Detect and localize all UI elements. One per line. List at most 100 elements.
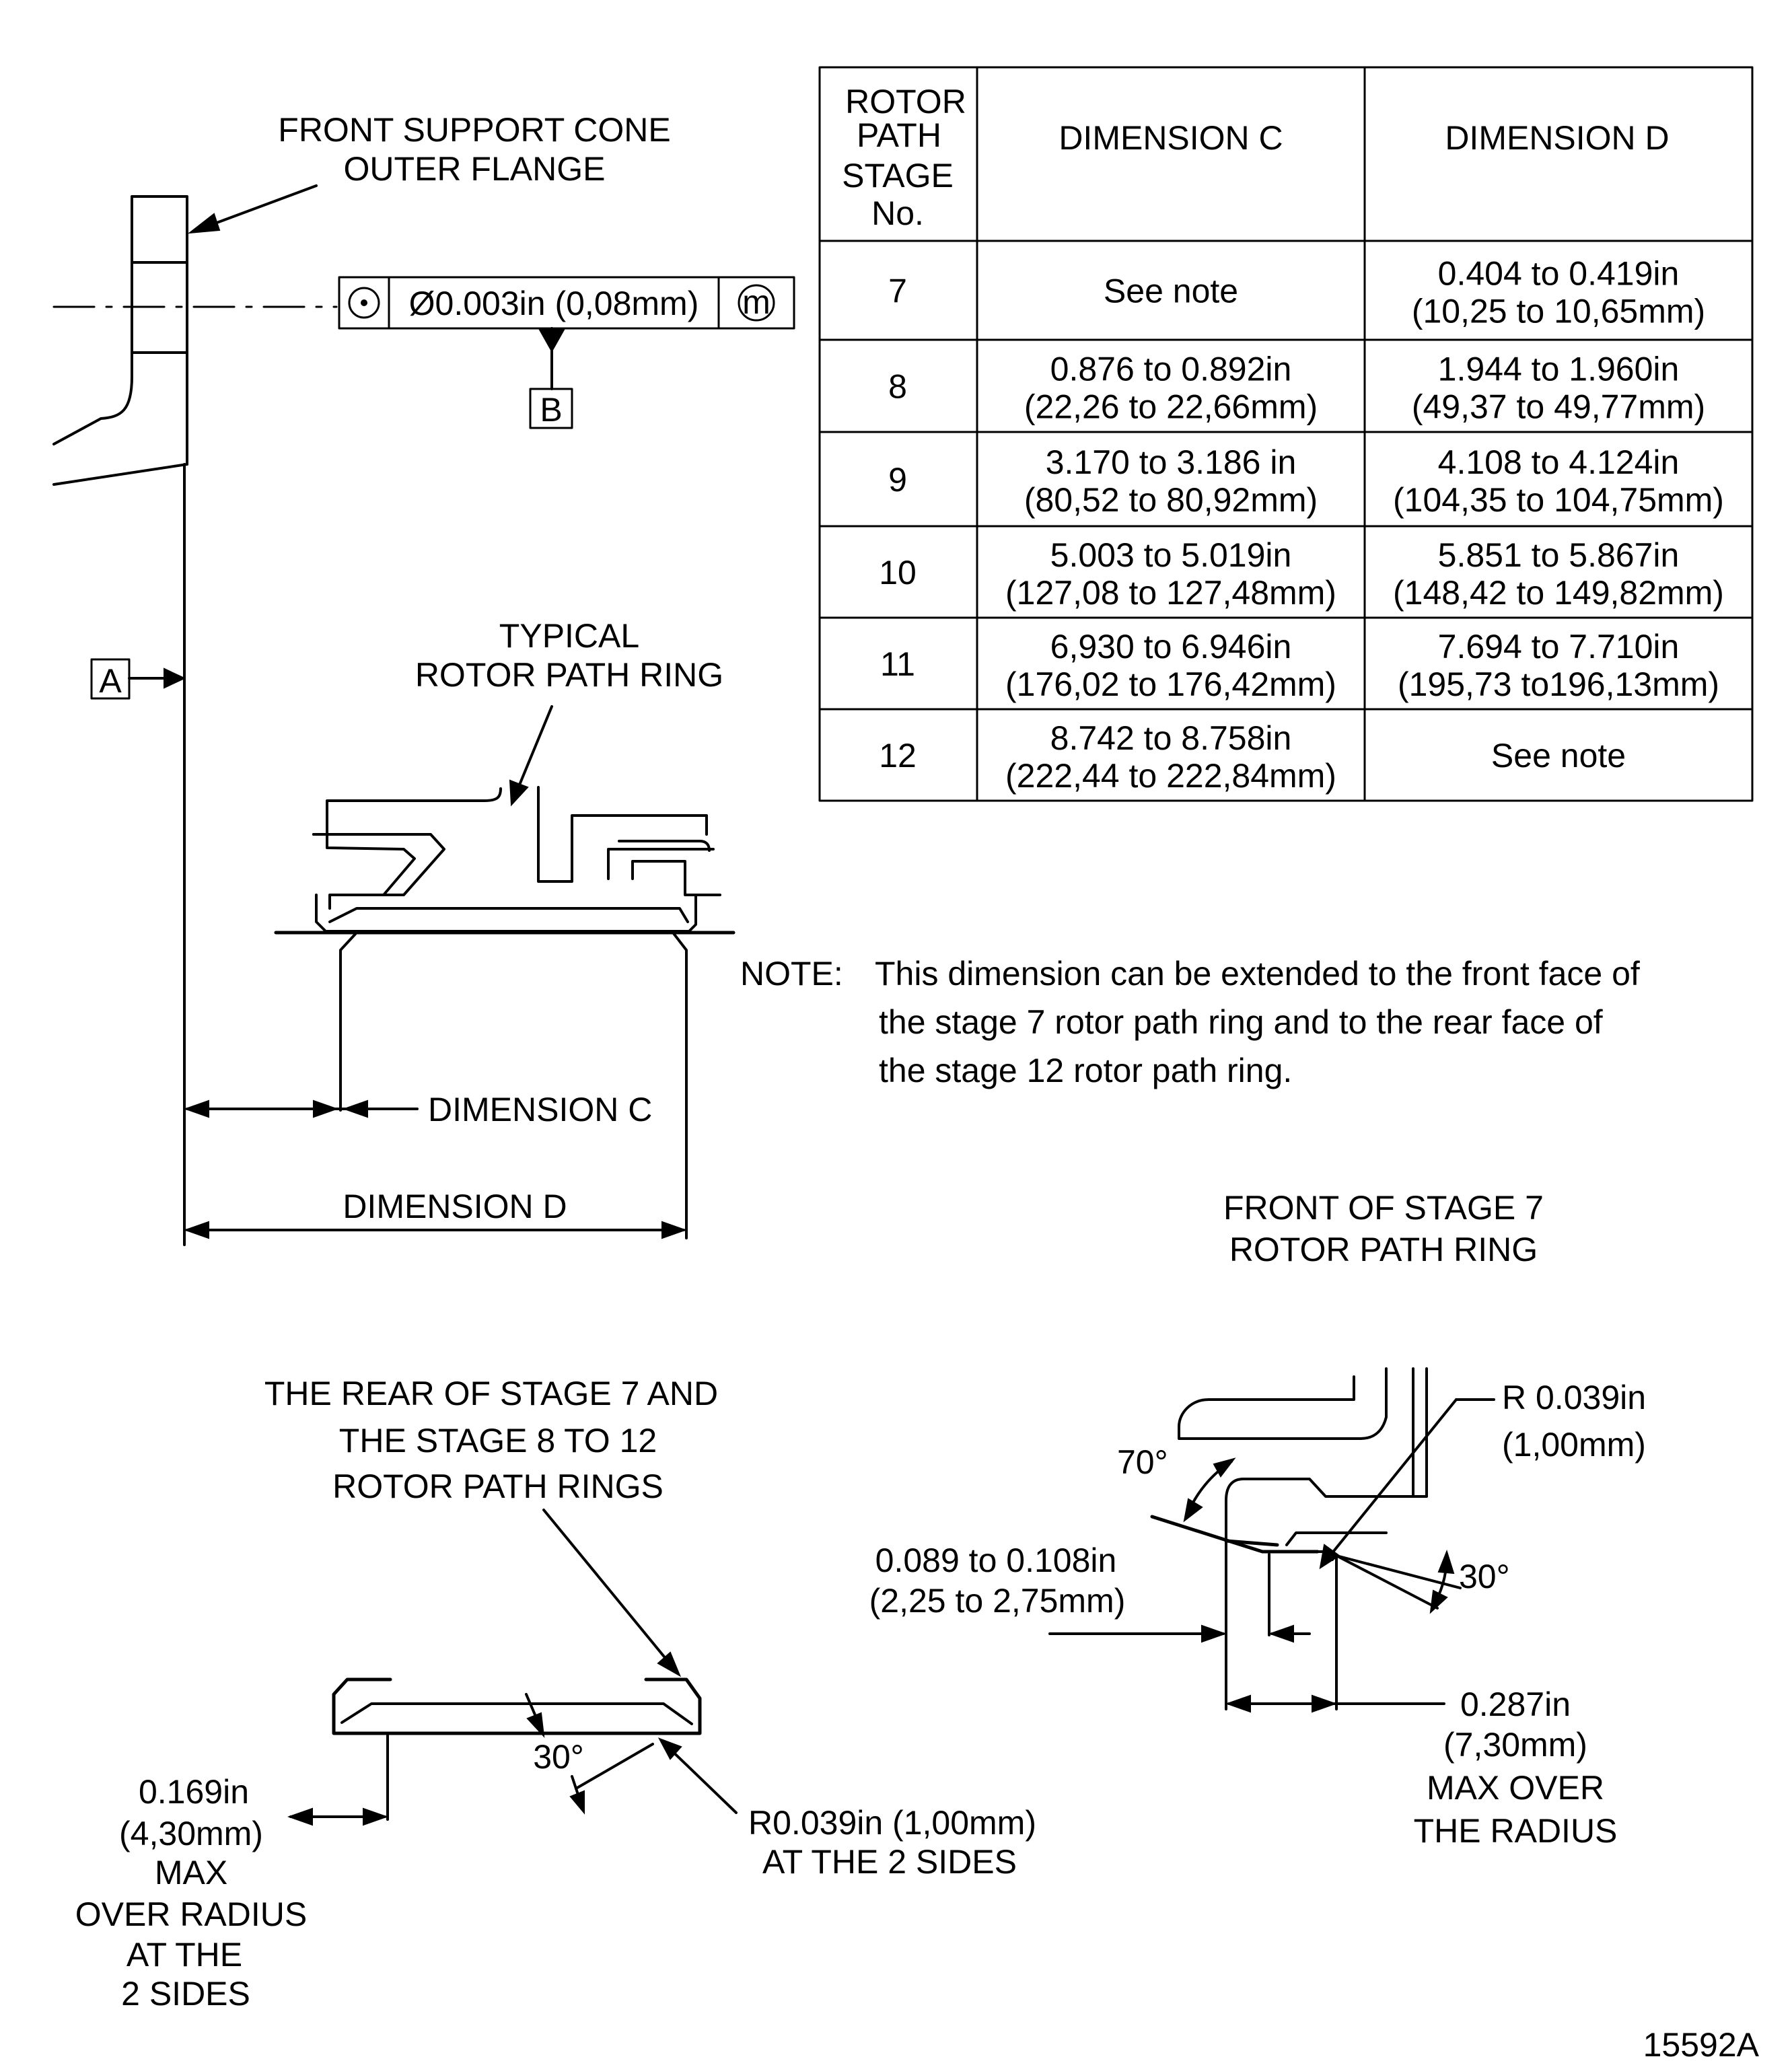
table-cell-stage: 7 xyxy=(888,273,907,310)
angle-30-rear-label: 30° xyxy=(533,1738,584,1776)
header-stage: No. xyxy=(871,194,924,232)
radius-front-callout: R 0.039in (1,00mm) xyxy=(1319,1379,1646,1570)
header-dimension-c: DIMENSION C xyxy=(1059,119,1283,157)
table-cell-c: (22,26 to 22,66mm) xyxy=(1024,388,1318,426)
front-support-cone-label: FRONT SUPPORT CONE OUTER FLANGE xyxy=(187,111,671,234)
table-cell-d: (104,35 to 104,75mm) xyxy=(1393,481,1724,519)
angle-70-label: 70° xyxy=(1117,1443,1168,1481)
arrowhead xyxy=(313,1099,339,1118)
arrowhead xyxy=(657,1651,682,1677)
arrowhead xyxy=(661,1221,688,1239)
table-cell-c: (222,44 to 222,84mm) xyxy=(1005,757,1336,795)
note-line: the stage 12 rotor path ring. xyxy=(879,1052,1292,1089)
arrowhead xyxy=(509,779,529,807)
mmc-icon xyxy=(738,284,775,322)
note: NOTE: This dimension can be extended to … xyxy=(740,955,1640,1089)
table-cell-d: (49,37 to 49,77mm) xyxy=(1412,388,1705,426)
typical-rotor-path-ring xyxy=(274,786,736,1239)
datum-a-letter: A xyxy=(99,662,122,700)
datum-a-box xyxy=(90,658,131,700)
table-cell-d: 5.851 to 5.867in xyxy=(1438,536,1680,574)
table-cell-c: 3.170 to 3.186 in xyxy=(1046,443,1297,481)
datum-b-letter: B xyxy=(540,391,562,429)
note-line: This dimension can be extended to the fr… xyxy=(875,955,1640,992)
arrowhead xyxy=(526,1712,545,1738)
label-line: TYPICAL xyxy=(499,617,639,655)
leader-line xyxy=(542,1509,674,1669)
front-stage7-title: FRONT OF STAGE 7 ROTOR PATH RING xyxy=(1223,1189,1544,1268)
arrowhead xyxy=(287,1807,313,1826)
rear-title: THE REAR OF STAGE 7 AND THE STAGE 8 TO 1… xyxy=(264,1375,718,1677)
table-body: 7 See note 0.404 to 0.419in(10,25 to 10,65… xyxy=(879,255,1724,795)
table-cell-stage: 9 xyxy=(888,461,907,499)
header-dimension-d: DIMENSION D xyxy=(1445,119,1669,157)
note-line: the stage 7 rotor path ring and to the r… xyxy=(879,1003,1603,1041)
radius-label: AT THE 2 SIDES xyxy=(762,1843,1017,1881)
datum-a-line: A xyxy=(90,463,186,1246)
dim-label: AT THE xyxy=(127,1936,242,1974)
table-cell-stage: 8 xyxy=(888,368,907,406)
radius-label: R0.039in (1,00mm) xyxy=(748,1804,1036,1842)
note-label: NOTE: xyxy=(740,955,843,992)
dim-label: 0.287in xyxy=(1460,1686,1571,1723)
table-cell-d: (195,73 to196,13mm) xyxy=(1398,665,1719,703)
figure-id: 15592A xyxy=(1643,2026,1760,2061)
dim-label: 0.169in xyxy=(139,1773,249,1811)
arrowhead xyxy=(187,213,221,234)
table-cell-c: (127,08 to 127,48mm) xyxy=(1005,574,1336,612)
mmc-letter: m xyxy=(742,283,770,321)
table-cell-stage: 12 xyxy=(879,737,917,774)
typical-rotor-path-ring-label: TYPICAL ROTOR PATH RING xyxy=(415,617,723,807)
table-cell-stage: 11 xyxy=(880,645,915,683)
table-cell-d: 4.108 to 4.124in xyxy=(1438,443,1680,481)
dimension-c-label: DIMENSION C xyxy=(428,1091,652,1128)
arrowhead xyxy=(1225,1694,1251,1713)
arrowhead xyxy=(342,1099,368,1118)
dimension-d-label: DIMENSION D xyxy=(343,1188,567,1225)
table-cell-d: 1.944 to 1.960in xyxy=(1438,351,1680,388)
front-support-cone-flange xyxy=(52,195,338,486)
dimension-c-callout: DIMENSION C xyxy=(183,1091,652,1128)
dim-label: 2 SIDES xyxy=(121,1975,250,2013)
arrowhead xyxy=(1437,1550,1455,1575)
leader-line xyxy=(199,184,318,230)
datum-b-triangle xyxy=(538,329,565,353)
dim-label: OVER RADIUS xyxy=(75,1895,308,1933)
arrowhead xyxy=(363,1807,389,1826)
label-line: FRONT SUPPORT CONE xyxy=(278,111,670,149)
tolerance-frame: Ø0.003in (0,08mm) m B xyxy=(338,276,795,429)
table-cell-c: 8.742 to 8.758in xyxy=(1050,719,1292,757)
table-cell-c: 6,930 to 6.946in xyxy=(1050,628,1292,665)
title-line: THE REAR OF STAGE 7 AND xyxy=(264,1375,718,1412)
title-line: ROTOR PATH RINGS xyxy=(332,1468,664,1505)
arrowhead xyxy=(183,1221,209,1239)
dim-label: 0.089 to 0.108in xyxy=(875,1542,1117,1579)
table-cell-c: (80,52 to 80,92mm) xyxy=(1024,481,1318,519)
table-cell-d: (148,42 to 149,82mm) xyxy=(1393,574,1724,612)
dim-169-callout: 0.169in (4,30mm) MAX OVER RADIUS AT THE … xyxy=(75,1773,389,2013)
dim-label: (7,30mm) xyxy=(1443,1726,1587,1764)
table-cell-c: See note xyxy=(1104,273,1238,310)
dim-label: MAX OVER xyxy=(1427,1769,1604,1807)
rear-ring-detail: 30° xyxy=(332,1677,702,1821)
header-stage: STAGE xyxy=(842,157,954,194)
title-line: ROTOR PATH RING xyxy=(1229,1231,1538,1268)
arrowhead xyxy=(1183,1498,1203,1523)
label-line: OUTER FLANGE xyxy=(344,150,606,188)
dim-label: THE RADIUS xyxy=(1414,1812,1618,1850)
table-cell-d: 7.694 to 7.710in xyxy=(1438,628,1680,665)
radius-label: (1,00mm) xyxy=(1502,1426,1646,1463)
dim-label: (2,25 to 2,75mm) xyxy=(869,1582,1126,1620)
header-stage: ROTOR xyxy=(845,83,966,120)
table-cell-d: 0.404 to 0.419in xyxy=(1438,255,1680,293)
arrowhead xyxy=(1429,1589,1448,1614)
table-cell-d: (10,25 to 10,65mm) xyxy=(1412,293,1705,330)
label-line: ROTOR PATH RING xyxy=(415,656,723,694)
radius-rear-callout: R0.039in (1,00mm) AT THE 2 SIDES xyxy=(657,1737,1036,1881)
tolerance-value: Ø0.003in (0,08mm) xyxy=(409,285,699,322)
leader-line xyxy=(515,705,553,793)
arrowhead xyxy=(569,1790,585,1815)
leader-line xyxy=(662,1741,738,1814)
arrowhead xyxy=(1213,1457,1236,1478)
